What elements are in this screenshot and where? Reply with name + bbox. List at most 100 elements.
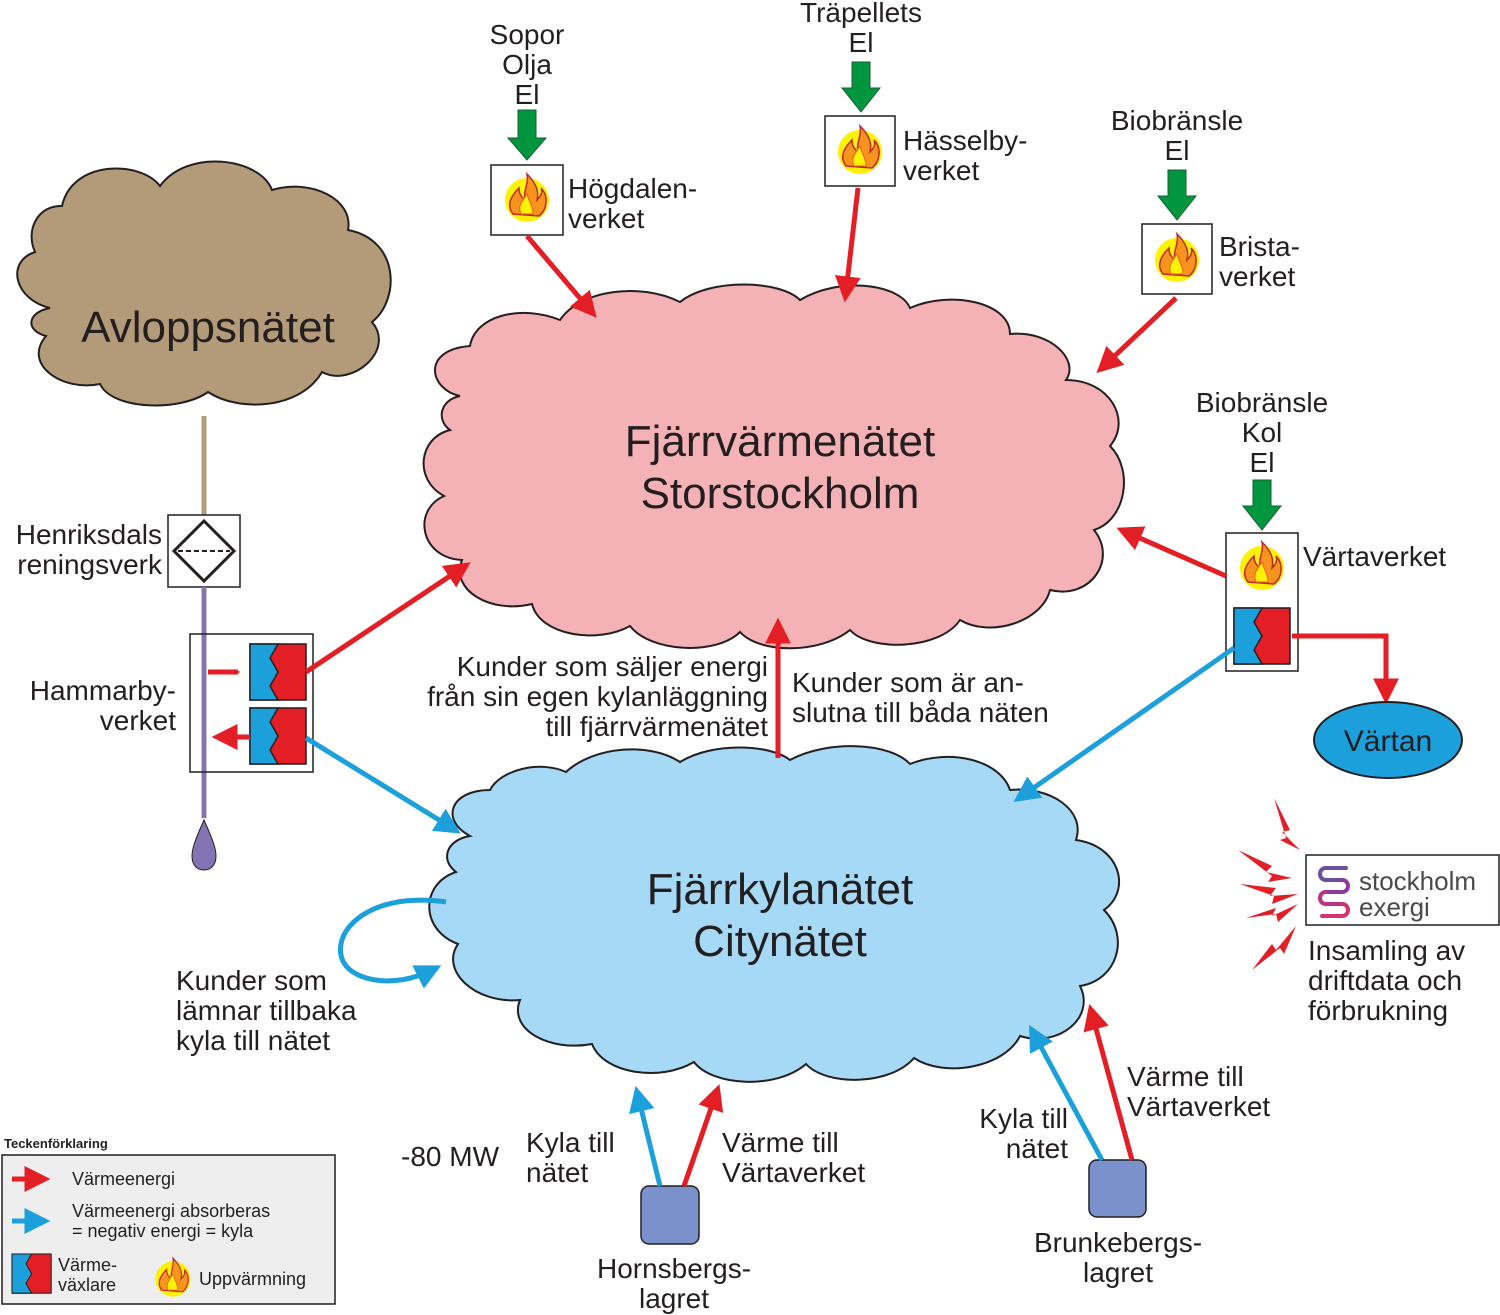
brista-fuel-1: Biobränsle xyxy=(1111,105,1243,136)
henriksdal-plant: Henriksdals reningsverk xyxy=(16,416,241,588)
return-cold-label: Kunder som lämnar tillbaka kyla till nät… xyxy=(176,965,357,1056)
legend-heat-exchanger-icon xyxy=(11,1253,52,1294)
signal-bolt-1 xyxy=(1274,798,1300,850)
brunkeberg-cold-arrow xyxy=(1029,1024,1105,1162)
hogdalen-fuel-3: El xyxy=(515,79,540,110)
signal-bolt-2 xyxy=(1238,850,1292,882)
vartan-label: Värtan xyxy=(1344,725,1432,758)
hornsberg-cold-label-2: nätet xyxy=(526,1157,588,1188)
legend-title: Teckenförklaring xyxy=(4,1136,108,1151)
hammarby-heat-exchanger-1 xyxy=(249,643,307,701)
hogdalen-fuel-1: Sopor xyxy=(490,19,565,50)
hornsberg-storage-box xyxy=(640,1185,700,1245)
brunkeberg-heat-label-1: Värme till xyxy=(1127,1061,1244,1092)
hogdalen-name-2: verket xyxy=(568,203,644,234)
hornsberg-heat-label-2: Värtaverket xyxy=(722,1157,865,1188)
brista-name-2: verket xyxy=(1219,261,1295,292)
varta-fuel-arrow xyxy=(1241,479,1283,531)
signal-bolt-5 xyxy=(1252,926,1296,970)
legend-cold-label-1: Värmeenergi absorberas xyxy=(72,1201,270,1221)
varta-heat-exchanger-icon xyxy=(1233,607,1291,665)
varta-fuel-2: Kol xyxy=(1242,417,1282,448)
brunkeberg-storage-box xyxy=(1088,1159,1147,1218)
sewer-network-label: Avloppsnätet xyxy=(81,303,335,352)
hammarby-box xyxy=(189,633,314,773)
varta-fuel-3: El xyxy=(1250,447,1275,478)
both-networks-label: Kunder som är an- slutna till båda näten xyxy=(792,667,1049,728)
varta-to-vartan-arrow xyxy=(1292,633,1399,705)
hammarby-heat-arrow xyxy=(304,562,471,675)
signal-bolt-3 xyxy=(1240,884,1298,904)
hornsberg-cold-label-1: Kyla till xyxy=(526,1127,615,1158)
varta-fuel-1: Biobränsle xyxy=(1196,387,1328,418)
brista-plant: Biobränsle El Brista- verket xyxy=(1096,105,1300,374)
varta-heat-arrow xyxy=(1116,526,1228,579)
brunkeberg-cold-label-1: Kyla till xyxy=(979,1103,1068,1134)
hasselby-heat-arrow xyxy=(834,187,861,303)
stockholm-exergi-logo-icon xyxy=(1318,866,1350,918)
svg-text:lämnar tillbaka: lämnar tillbaka xyxy=(176,995,357,1026)
hasselby-fuel-2: El xyxy=(849,27,874,58)
hornsberg-name-1: Hornsbergs- xyxy=(597,1253,751,1284)
hasselby-name-1: Hässelby- xyxy=(903,125,1027,156)
varta-name: Värtaverket xyxy=(1303,541,1446,572)
brista-fuel-2: El xyxy=(1165,135,1190,166)
district-cooling-title-line1: Fjärrkylanätet xyxy=(647,865,914,914)
hammarby-plant: Hammarby- verket xyxy=(30,562,471,871)
brunkeberg-heat-label-2: Värtaverket xyxy=(1127,1091,1270,1122)
hammarby-name-2: verket xyxy=(100,705,176,736)
hogdalen-fuel-2: Olja xyxy=(502,49,552,80)
legend: Teckenförklaring Värmeenergi Värmeenergi… xyxy=(1,1136,336,1305)
hornsberg-storage: Kyla till nätet Värme till Värtaverket -… xyxy=(401,1084,865,1314)
brunkeberg-cold-label-2: nätet xyxy=(1006,1133,1068,1164)
legend-heat-label: Värmeenergi xyxy=(72,1169,175,1189)
brista-fuel-arrow xyxy=(1156,169,1198,221)
legend-exchanger-label-2: växlare xyxy=(58,1275,116,1295)
vartan-water: Värtan xyxy=(1313,701,1463,779)
varta-plant: Biobränsle Kol El Värtaverket xyxy=(1013,387,1446,802)
signal-bolt-4 xyxy=(1246,904,1298,922)
svg-text:kyla till nätet: kyla till nätet xyxy=(176,1025,330,1056)
svg-text:till fjärrvärmenätet: till fjärrvärmenätet xyxy=(545,711,768,742)
svg-text:från sin egen kylanläggning: från sin egen kylanläggning xyxy=(427,681,768,712)
hogdalen-fuel-arrow xyxy=(506,109,548,161)
district-cooling-title-line2: Citynätet xyxy=(693,917,867,966)
legend-exchanger-label-1: Värme- xyxy=(58,1255,117,1275)
data-collection-label-1: Insamling av xyxy=(1308,935,1465,966)
hammarby-heat-exchanger-2 xyxy=(249,707,307,765)
stockholm-exergi-logo-line2: exergi xyxy=(1359,892,1430,922)
hornsberg-heat-label-1: Värme till xyxy=(722,1127,839,1158)
henriksdal-name-2: reningsverk xyxy=(17,549,163,580)
data-collection-label-3: förbrukning xyxy=(1308,995,1448,1026)
brunkeberg-storage: Kyla till nätet Värme till Värtaverket B… xyxy=(979,1003,1270,1288)
legend-heating-label: Uppvärmning xyxy=(199,1269,306,1289)
svg-text:Kunder som är an-: Kunder som är an- xyxy=(792,667,1024,698)
svg-text:Kunder som säljer energi: Kunder som säljer energi xyxy=(457,651,768,682)
hornsberg-heat-arrow xyxy=(681,1084,724,1187)
hasselby-name-2: verket xyxy=(903,155,979,186)
hasselby-plant: Träpellets El Hässelby- verket xyxy=(800,0,1027,303)
hasselby-fuel-1: Träpellets xyxy=(800,0,922,28)
henriksdal-name-1: Henriksdals xyxy=(16,519,162,550)
brunkeberg-name-2: lagret xyxy=(1083,1257,1153,1288)
data-collection-label-2: driftdata och xyxy=(1308,965,1462,996)
stockholm-exergi-logo-line1: stockholm xyxy=(1359,866,1476,896)
brista-name-1: Brista- xyxy=(1219,231,1300,262)
hornsberg-cold-arrow xyxy=(629,1085,663,1187)
district-heating-cloud: Fjärrvärmenätet Storstockholm xyxy=(422,283,1125,650)
hasselby-fuel-arrow xyxy=(840,61,882,113)
brunkeberg-heat-arrow xyxy=(1083,1003,1135,1161)
svg-text:Kunder som: Kunder som xyxy=(176,965,327,996)
hogdalen-name-1: Högdalen- xyxy=(568,173,697,204)
return-cold-loop-arrow xyxy=(338,897,447,989)
sellers-label: Kunder som säljer energi från sin egen k… xyxy=(427,651,768,742)
brunkeberg-name-1: Brunkebergs- xyxy=(1034,1227,1202,1258)
sewer-network-cloud: Avloppsnätet xyxy=(16,160,392,407)
hogdalen-plant: Sopor Olja El Högdalen- verket xyxy=(490,19,697,318)
district-cooling-cloud: Fjärrkylanätet Citynätet xyxy=(428,745,1120,1083)
brista-heat-arrow xyxy=(1096,296,1178,374)
water-drop-icon xyxy=(191,818,217,871)
varta-cold-arrow xyxy=(1013,645,1236,802)
district-heating-title-line1: Fjärrvärmenätet xyxy=(625,417,936,466)
